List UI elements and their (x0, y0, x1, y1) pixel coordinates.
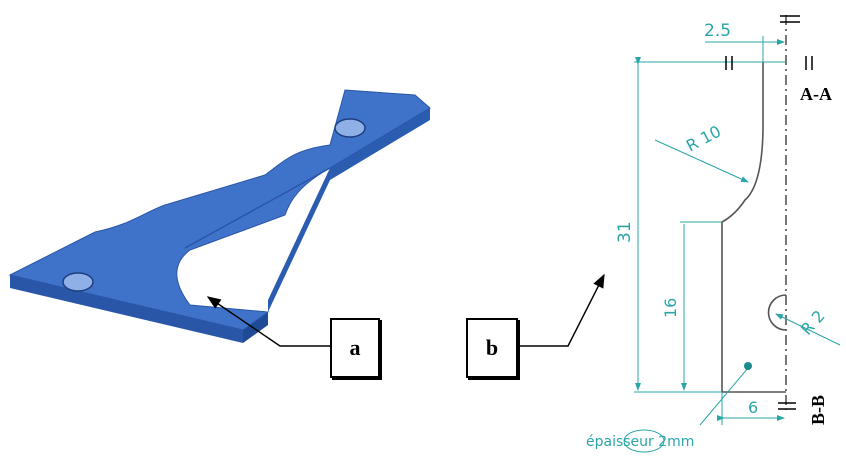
specimen-neck-side (268, 108, 430, 312)
label-a-text: a (349, 335, 361, 360)
specimen-end-face (243, 312, 268, 343)
leader-b (518, 273, 605, 347)
label-box-a: a (330, 318, 380, 378)
section-mark-bottom (778, 402, 796, 410)
dim-r2-text: R 2 (797, 306, 829, 338)
dim-31-text: 31 (615, 221, 635, 243)
leader-a (206, 296, 330, 347)
label-box-b: b (466, 318, 518, 378)
hole-left (62, 272, 94, 292)
dim-r10-leader (654, 139, 749, 183)
specimen-top-face (8, 89, 431, 331)
dim-6-text: 6 (748, 398, 758, 417)
part-outline (721, 62, 786, 393)
specimen-3d (8, 89, 431, 343)
thickness-note-text: épaisseur 2mm (586, 434, 694, 450)
dim-r10-text: R 10 (683, 122, 724, 156)
section-label-a-a: A-A (800, 84, 832, 104)
hole-right (334, 118, 366, 138)
notch-r2 (767, 294, 787, 331)
section-label-b-b: B-B (808, 395, 828, 425)
section-mark-top (725, 15, 813, 70)
dim-2-5-text: 2.5 (704, 21, 731, 41)
thickness-note-circle (623, 429, 665, 453)
dim-16-text: 16 (661, 298, 680, 318)
dim-r2-leader (775, 313, 841, 346)
specimen-gauge-ridge (184, 167, 331, 249)
thickness-leader (699, 367, 749, 426)
thickness-dot (744, 362, 752, 370)
technical-drawing: 2.5 31 R 10 16 R 2 6 épaisseur 2mm A-A B… (586, 15, 841, 453)
label-b-text: b (485, 335, 499, 360)
specimen-side-face (10, 275, 243, 343)
